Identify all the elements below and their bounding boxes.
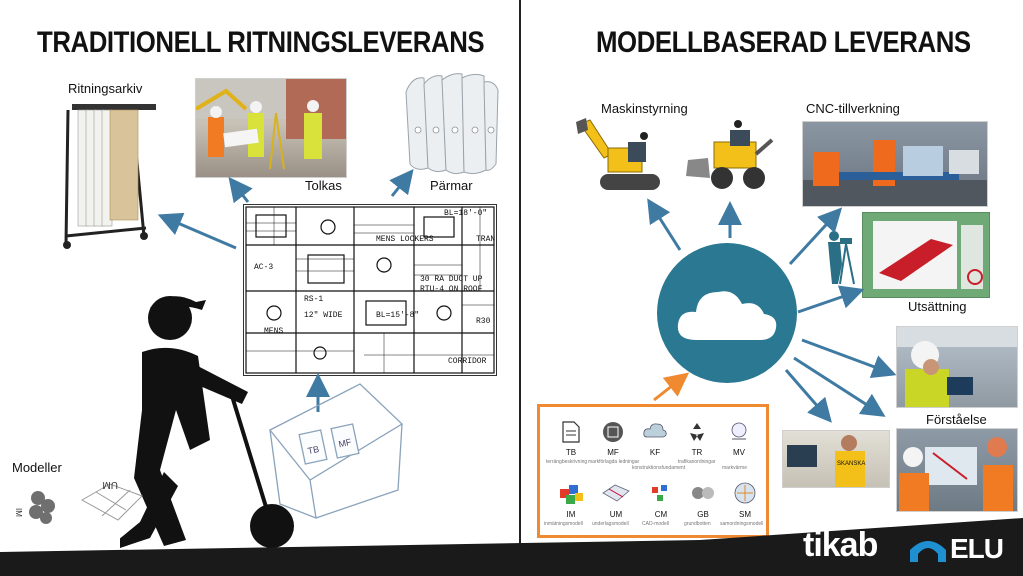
binders-image xyxy=(405,73,499,175)
wheel-loader-icon xyxy=(686,120,774,189)
models-sketch-icon: UM IM xyxy=(14,479,143,524)
model-im-name: inmätningsmodell xyxy=(544,521,583,527)
drawing-text-5: MENS xyxy=(264,327,284,336)
setting-out-label: Utsättning xyxy=(908,299,967,314)
model-um-name: underlagsmodell xyxy=(592,521,629,527)
interpret-label: Tolkas xyxy=(305,178,342,193)
cloud-icon xyxy=(677,291,777,340)
model-kf-name: konstruktionsfundament xyxy=(632,465,686,471)
model-gb-name: grundbotten xyxy=(684,521,711,527)
drawing-text-11: 12" WIDE xyxy=(304,311,343,320)
excavator-icon xyxy=(576,118,660,190)
tikab-logo: tikab xyxy=(803,526,878,564)
svg-text:TB: TB xyxy=(307,444,320,456)
model-mv-name: markvärme xyxy=(722,465,748,471)
drawing-text-10: BL=15'-8" xyxy=(376,311,420,320)
drawing-text-6: BL=18'-0" xyxy=(444,209,488,218)
elu-logo-mark-icon xyxy=(910,541,946,562)
model-gb: GB xyxy=(686,481,720,519)
cnc-photo xyxy=(802,121,988,207)
archive-label: Ritningsarkiv xyxy=(68,81,143,96)
svg-text:MF: MF xyxy=(338,437,353,450)
interpret-photo xyxy=(195,78,347,178)
model-types-box: TB MF KF TR MV IM UM CM GB SM terrängbes… xyxy=(537,404,769,538)
technical-drawing: MENS LOCKERS 30 RA DUCT UP RTU-4 ON ROOF… xyxy=(243,204,497,376)
surveyor-icon xyxy=(828,231,855,285)
left-title: TRADITIONELL RITNINGSLEVERANS xyxy=(37,26,485,59)
model-um: UM xyxy=(596,481,636,519)
models-label: Modeller xyxy=(12,460,62,475)
worker-vest-text: SKANSKA xyxy=(837,461,865,467)
drawing-text-3: RTU-4 ON ROOF xyxy=(420,285,483,294)
drawing-text-7: R30 xyxy=(476,317,491,326)
person-pushing-cart-icon: TB MF xyxy=(120,296,404,548)
engineers-screen-photo xyxy=(896,428,1018,512)
drawing-text-12: AC-3 xyxy=(254,263,274,272)
drawing-text-2: 30 RA DUCT UP xyxy=(420,275,483,284)
model-kf: KF xyxy=(638,421,672,457)
understanding-label: Förståelse xyxy=(926,412,987,427)
model-mv: MV xyxy=(722,421,756,457)
machine-guidance-label: Maskinstyrning xyxy=(601,101,688,116)
drawing-text-8: TRAN xyxy=(476,235,496,244)
setting-out-screen xyxy=(862,212,990,298)
model-cm: CM xyxy=(644,481,678,519)
model-im: IM xyxy=(554,481,588,519)
model-sm-name: samordningsmodell xyxy=(720,521,764,527)
model-tr: TR xyxy=(680,421,714,457)
model-cm-name: CAD-modell xyxy=(642,521,669,527)
drawing-text-9: RS-1 xyxy=(304,295,324,304)
drawing-archive-rack xyxy=(63,104,156,249)
model-mf-name: markförlagda ledningar xyxy=(588,459,640,465)
model-tb: TB xyxy=(554,421,588,457)
right-title: MODELLBASERAD LEVERANS xyxy=(596,26,971,59)
right-arrows xyxy=(647,198,897,423)
drawing-text-1: MENS LOCKERS xyxy=(376,235,434,244)
vertical-divider xyxy=(519,0,521,545)
binders-label: Pärmar xyxy=(430,178,473,193)
model-tr-name: trafikanordningar xyxy=(678,459,716,465)
cnc-label: CNC-tillverkning xyxy=(806,101,900,116)
elu-logo-text: ELU xyxy=(950,533,1004,564)
models-text-um: UM xyxy=(102,479,118,490)
presentation-photo: SKANSKA xyxy=(782,430,890,488)
models-text-im: IM xyxy=(14,508,23,517)
model-tb-name: terrängbeskrivning xyxy=(546,459,588,465)
drawing-text-4: CORRIDOR xyxy=(448,357,487,366)
left-arrows xyxy=(157,168,414,412)
worker-tablet-photo xyxy=(896,326,1018,408)
model-mf: MF xyxy=(596,421,630,457)
model-sm: SM xyxy=(728,481,762,519)
